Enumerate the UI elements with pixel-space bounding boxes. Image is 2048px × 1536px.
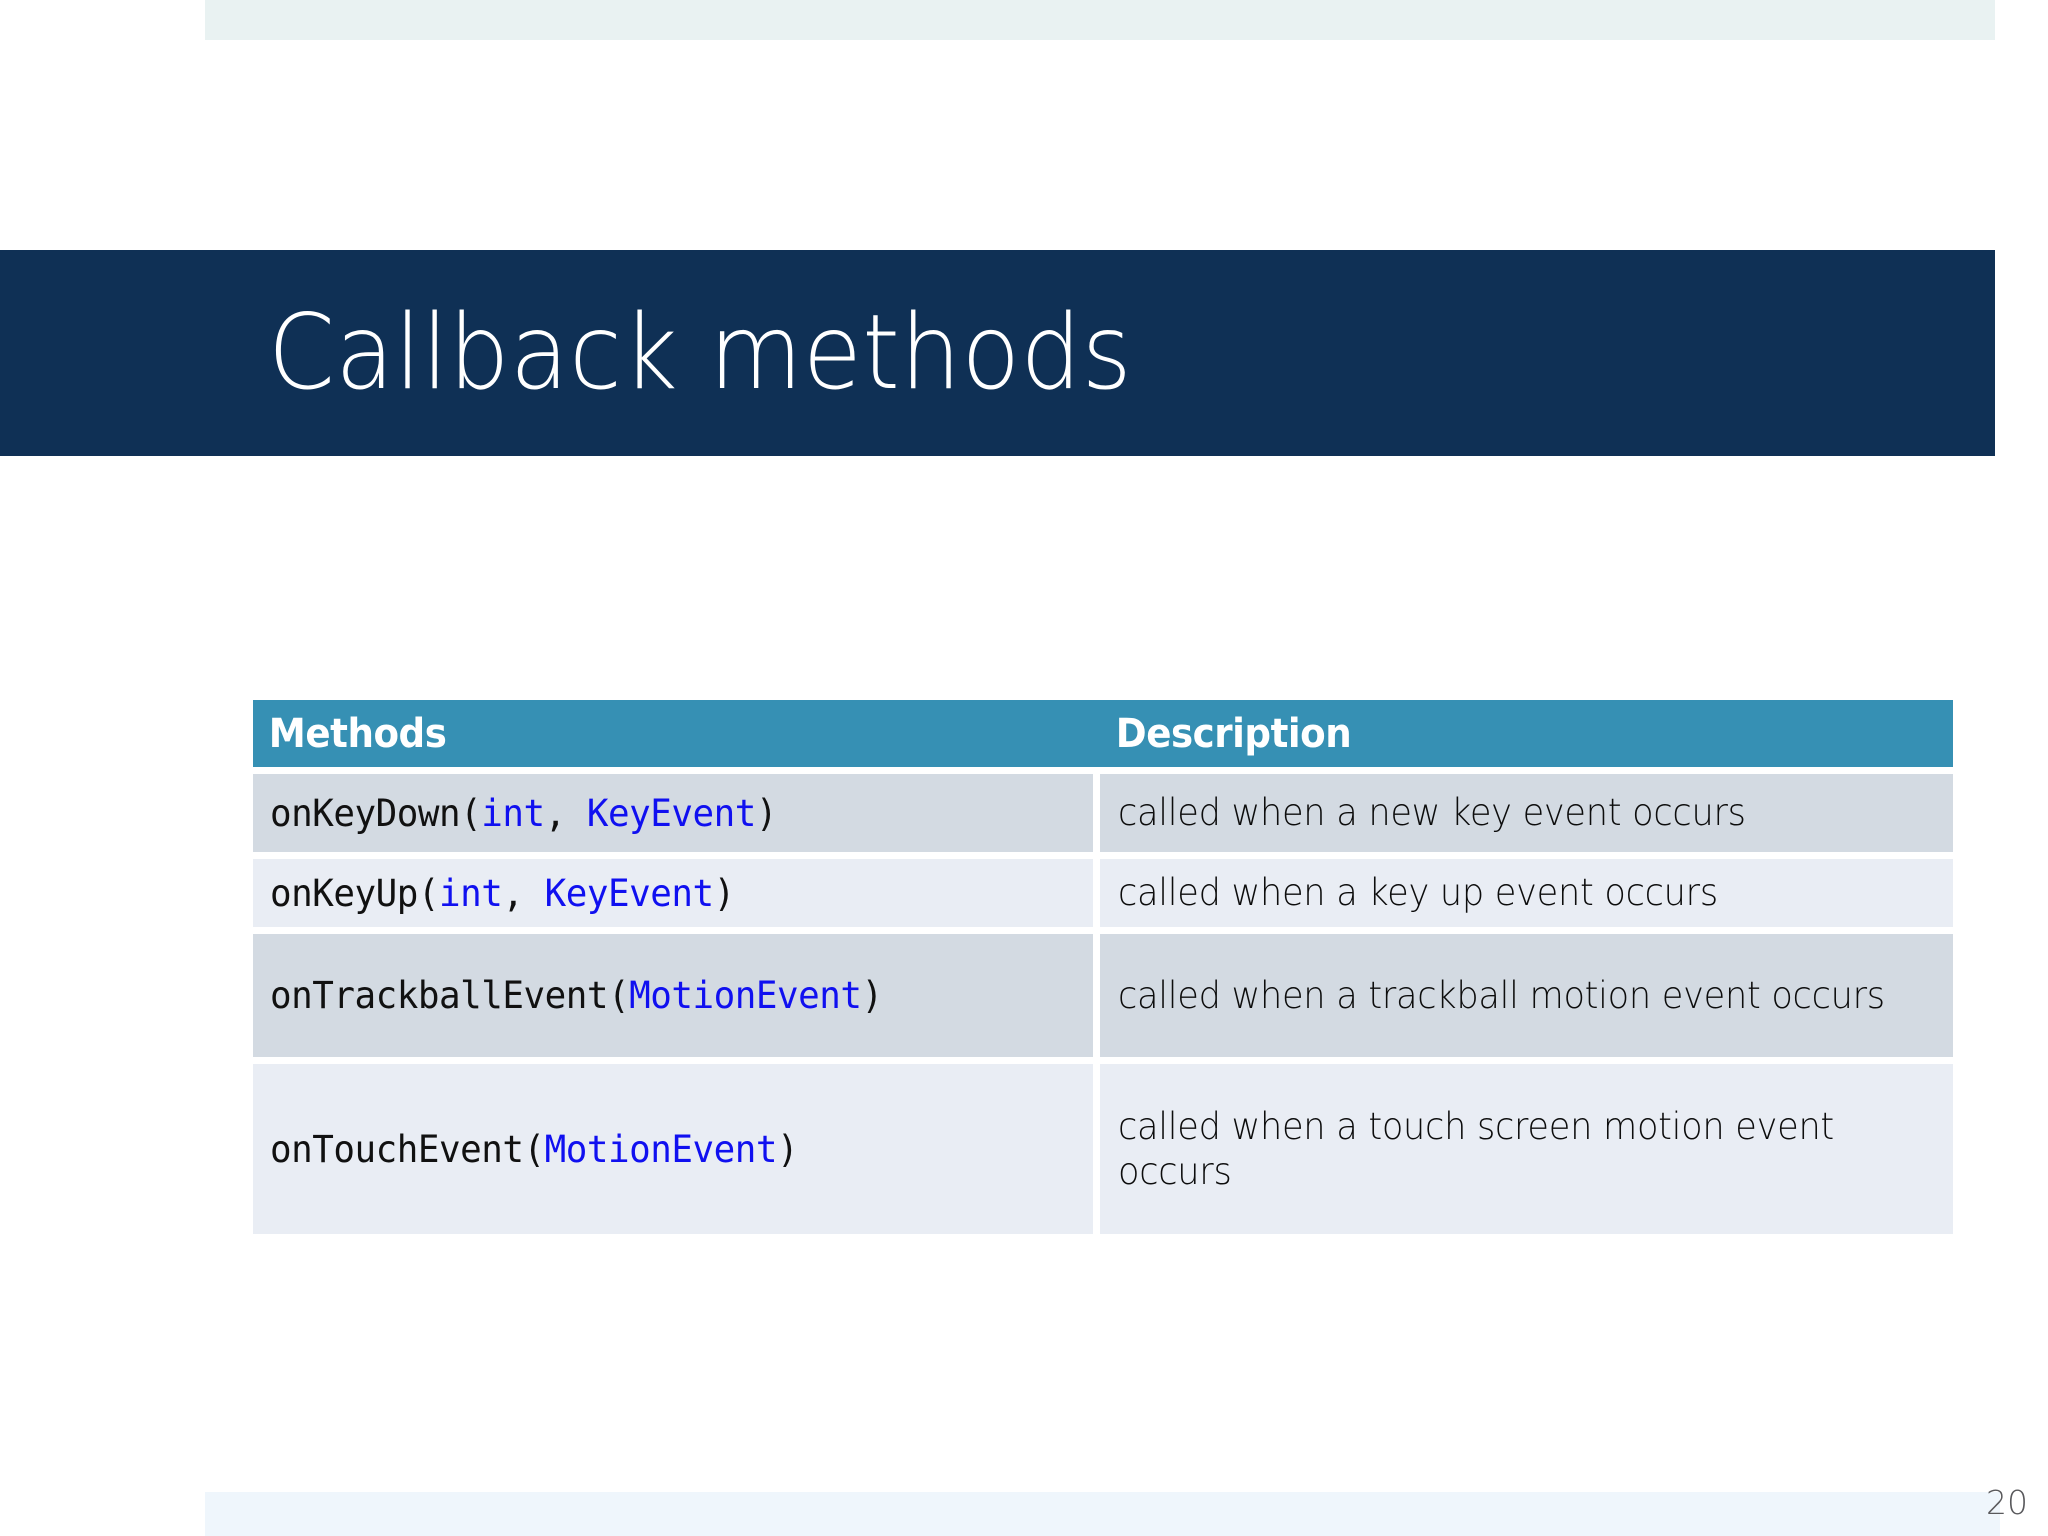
method-param-type: KeyEvent	[586, 791, 756, 835]
top-decorative-strip	[205, 0, 1995, 40]
table-row: onKeyDown(int, KeyEvent) called when a n…	[253, 774, 1953, 859]
method-signature: onTouchEvent(MotionEvent)	[270, 1127, 799, 1171]
method-signature: onKeyUp(int, KeyEvent)	[270, 872, 735, 915]
method-param-type: int	[438, 871, 503, 915]
description-text: called when a trackball motion event occ…	[1118, 973, 1885, 1017]
method-close-paren: )	[861, 974, 883, 1017]
method-param-type: MotionEvent	[544, 1127, 778, 1171]
method-param-separator: ,	[502, 871, 545, 915]
method-param-type: int	[481, 791, 545, 835]
method-name-part: onTrackballEvent(	[270, 974, 630, 1017]
method-name-part: onKeyUp(	[270, 871, 439, 915]
method-cell: onKeyUp(int, KeyEvent)	[253, 859, 1100, 934]
description-cell: called when a new key event occurs	[1100, 774, 1953, 859]
callback-methods-table: Methods Description onKeyDown(int, KeyEv…	[253, 700, 1953, 1234]
column-header-description: Description	[1100, 700, 1953, 774]
method-cell: onTouchEvent(MotionEvent)	[253, 1064, 1100, 1234]
column-header-description-label: Description	[1115, 710, 1352, 757]
column-header-methods-label: Methods	[268, 710, 447, 757]
page-number: 20	[1986, 1483, 2028, 1522]
method-name-part: onKeyDown(	[270, 791, 482, 835]
method-signature: onKeyDown(int, KeyEvent)	[270, 792, 777, 835]
method-cell: onTrackballEvent(MotionEvent)	[253, 934, 1100, 1064]
method-name-part: onTouchEvent(	[270, 1127, 545, 1171]
method-close-paren: )	[776, 1127, 799, 1171]
description-cell: called when a key up event occurs	[1100, 859, 1953, 934]
description-text: called when a key up event occurs	[1118, 871, 1718, 915]
table-row: onTrackballEvent(MotionEvent) called whe…	[253, 934, 1953, 1064]
table-header-row: Methods Description	[253, 700, 1953, 774]
method-close-paren: )	[755, 791, 778, 835]
method-cell: onKeyDown(int, KeyEvent)	[253, 774, 1100, 859]
method-param-separator: ,	[544, 791, 587, 835]
description-cell: called when a touch screen motion event …	[1100, 1064, 1953, 1234]
page-title: Callback methods	[268, 292, 1133, 413]
table-row: onKeyUp(int, KeyEvent) called when a key…	[253, 859, 1953, 934]
column-header-methods: Methods	[253, 700, 1100, 774]
table-row: onTouchEvent(MotionEvent) called when a …	[253, 1064, 1953, 1234]
method-signature: onTrackballEvent(MotionEvent)	[270, 974, 883, 1017]
bottom-decorative-strip	[205, 1492, 2000, 1536]
description-cell: called when a trackball motion event occ…	[1100, 934, 1953, 1064]
description-text: called when a new key event occurs	[1118, 791, 1746, 835]
title-banner: Callback methods	[0, 250, 1995, 456]
method-param-type: KeyEvent	[544, 871, 714, 915]
method-param-type: MotionEvent	[629, 974, 862, 1017]
method-close-paren: )	[713, 871, 736, 915]
description-text: called when a touch screen motion event …	[1118, 1104, 1834, 1193]
